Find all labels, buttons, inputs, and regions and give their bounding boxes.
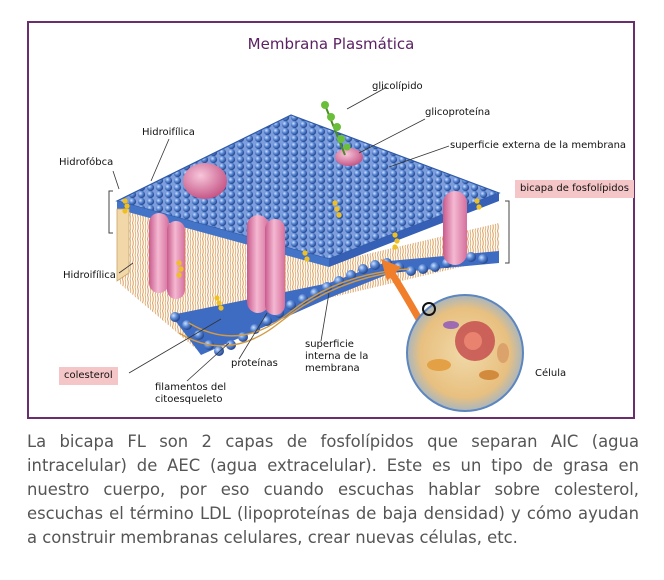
label-glicoproteina: glicoproteína (425, 107, 491, 118)
cell-illustration (406, 294, 524, 412)
label-filamentos: filamentos del citoesqueleto (155, 382, 227, 405)
label-hidroifilica-bottom: Hidroifílica (63, 270, 116, 281)
label-bicapa-fosfolipidos: bicapa de fosfolípidos (515, 180, 634, 198)
integral-protein-3 (443, 191, 467, 265)
label-hidroifilica-top: Hidroifílica (142, 127, 195, 138)
leader-lines (112, 86, 450, 382)
cytoskeleton-filaments (178, 268, 410, 347)
bilayer-bracket (505, 200, 510, 264)
zoom-arrow-head (381, 259, 401, 281)
label-superficie-externa: superficie externa de la membrana (450, 140, 627, 151)
label-proteinas: proteínas (231, 358, 278, 369)
label-glicolipido: glicolípido (372, 81, 423, 92)
label-superficie-interna: superficie interna de la membrana (305, 339, 369, 374)
caption-paragraph: La bicapa FL son 2 capas de fosfolípidos… (27, 432, 639, 547)
label-celula: Célula (535, 368, 567, 379)
diagram-title: Membrana Plasmática (247, 35, 415, 53)
integral-protein-2 (247, 215, 285, 315)
label-hidrofobca: Hidrofóbca (59, 157, 114, 168)
hydrophobic-bracket (108, 190, 113, 234)
glycolipid-chain (321, 101, 351, 156)
cholesterol-molecules (122, 198, 482, 311)
membrane-illustration (108, 86, 524, 412)
peripheral-protein (183, 163, 227, 199)
label-colesterol: colesterol (59, 367, 118, 385)
integral-protein-1 (149, 213, 185, 299)
glycoprotein-dome (335, 148, 363, 166)
diagram-frame: Membrana Plasmática (27, 21, 635, 419)
